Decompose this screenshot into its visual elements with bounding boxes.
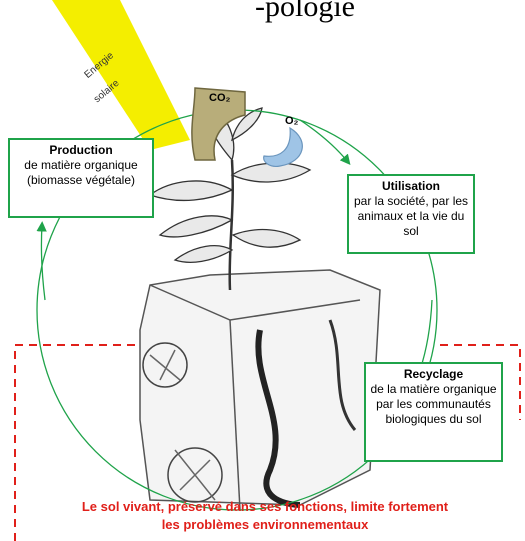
utilisation-box: Utilisation par la société, par les anim…: [347, 174, 475, 254]
co2-label: CO₂: [209, 92, 230, 104]
caption-line2: les problèmes environnementaux: [20, 516, 510, 534]
o2-arrow: [264, 128, 303, 166]
production-box: Production de matière organique (biomass…: [8, 138, 154, 218]
recyclage-desc: de la matière organique par les communau…: [370, 382, 497, 427]
caption-line1: Le sol vivant, préservé dans ses fonctio…: [20, 498, 510, 516]
recyclage-title: Recyclage: [370, 367, 497, 382]
production-desc: de matière organique (biomasse végétale): [14, 158, 148, 188]
cycle-arrow-top: [300, 120, 348, 162]
production-title: Production: [14, 143, 148, 158]
o2-label: O₂: [285, 115, 298, 127]
utilisation-title: Utilisation: [353, 179, 469, 194]
recyclage-box: Recyclage de la matière organique par le…: [364, 362, 503, 462]
soil-block-illustration: [140, 270, 380, 510]
utilisation-desc: par la société, par les animaux et la vi…: [353, 194, 469, 239]
sun-beam: [52, 0, 190, 150]
